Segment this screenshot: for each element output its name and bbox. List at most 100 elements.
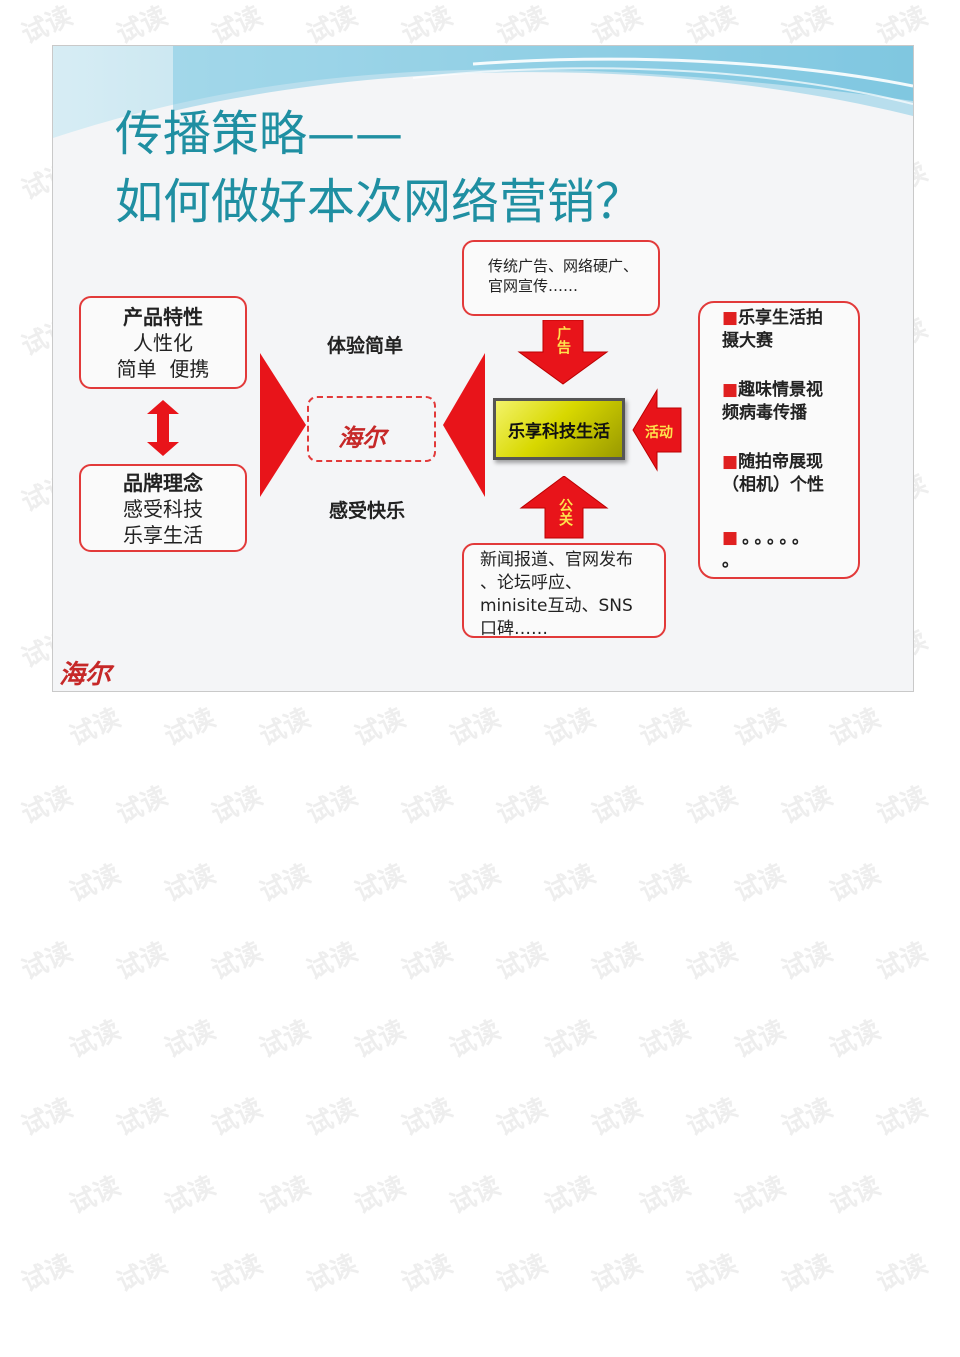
header-wave	[53, 46, 913, 138]
watermark-text: 试读	[825, 1171, 885, 1221]
watermark-text: 试读	[872, 1093, 932, 1143]
activity-item-1: ■乐享生活拍	[722, 308, 824, 328]
watermark-text: 试读	[160, 703, 220, 753]
watermark-text: 试读	[17, 1093, 77, 1143]
title-line-1: 传播策略——	[115, 106, 404, 162]
watermark-text: 试读	[587, 1093, 647, 1143]
watermark-text: 试读	[682, 937, 742, 987]
watermark-text: 试读	[635, 703, 695, 753]
watermark-text: 试读	[112, 1093, 172, 1143]
ad-down-arrow-icon	[517, 320, 609, 385]
watermark-text: 试读	[587, 781, 647, 831]
watermark-text: 试读	[160, 859, 220, 909]
title-line-2: 如何做好本次网络营销？	[115, 174, 644, 230]
watermark-text: 试读	[872, 937, 932, 987]
label-experience: 体验简单	[327, 335, 404, 357]
watermark-text: 试读	[872, 781, 932, 831]
bullet-icon: ■	[722, 528, 743, 548]
watermark-text: 试读	[682, 1, 742, 51]
watermark-text: 试读	[397, 937, 457, 987]
watermark-text: 试读	[65, 859, 125, 909]
right-triangle-arrow-icon	[260, 353, 306, 497]
watermark-text: 试读	[255, 703, 315, 753]
product-heading: 产品特性	[123, 305, 203, 329]
activity-left-arrow-icon	[632, 388, 682, 472]
watermark-text: 试读	[682, 781, 742, 831]
watermark-text: 试读	[255, 859, 315, 909]
watermark-text: 试读	[302, 1093, 362, 1143]
watermark-text: 试读	[872, 1249, 932, 1299]
watermark-text: 试读	[492, 1249, 552, 1299]
activity-item-4-cont: 。	[722, 551, 739, 571]
watermark-text: 试读	[635, 859, 695, 909]
watermark-text: 试读	[682, 1249, 742, 1299]
watermark-text: 试读	[492, 937, 552, 987]
watermark-text: 试读	[255, 1015, 315, 1065]
watermark-text: 试读	[112, 781, 172, 831]
watermark-text: 试读	[825, 1015, 885, 1065]
watermark-text: 试读	[397, 1249, 457, 1299]
watermark-text: 试读	[540, 1171, 600, 1221]
watermark-text: 试读	[17, 1, 77, 51]
watermark-text: 试读	[492, 1093, 552, 1143]
watermark-text: 试读	[112, 1249, 172, 1299]
watermark-text: 试读	[445, 1015, 505, 1065]
watermark-text: 试读	[160, 1015, 220, 1065]
watermark-text: 试读	[207, 1093, 267, 1143]
product-features-box: 产品特性 人性化 简单 便携	[79, 296, 247, 389]
pr-channels-box: 新闻报道、官网发布 、论坛呼应、 minisite互动、SNS 口碑……	[462, 543, 666, 639]
watermark-text: 试读	[492, 781, 552, 831]
watermark-text: 试读	[17, 937, 77, 987]
bullet-icon: ■	[722, 452, 739, 472]
watermark-text: 试读	[445, 859, 505, 909]
watermark-text: 试读	[777, 781, 837, 831]
watermark-text: 试读	[350, 703, 410, 753]
watermark-text: 试读	[445, 1171, 505, 1221]
watermark-text: 试读	[207, 1, 267, 51]
watermark-text: 试读	[350, 1015, 410, 1065]
watermark-text: 试读	[540, 1015, 600, 1065]
watermark-text: 试读	[302, 781, 362, 831]
watermark-text: 试读	[112, 937, 172, 987]
watermark-text: 试读	[682, 1093, 742, 1143]
watermark-text: 试读	[730, 1015, 790, 1065]
product-line-1: 人性化	[133, 331, 193, 355]
watermark-text: 试读	[730, 1171, 790, 1221]
activity-list-box: ■乐享生活拍 摄大赛 ■趣味情景视 频病毒传播 ■随拍帝展现 （相机）个性 ■。…	[698, 301, 860, 579]
left-triangle-arrow-icon	[443, 353, 485, 497]
watermark-text: 试读	[65, 1171, 125, 1221]
slide: 传播策略—— 如何做好本次网络营销？ 产品特性 人性化 简单 便携 品牌理念 感…	[52, 45, 914, 692]
watermark-text: 试读	[397, 781, 457, 831]
watermark-text: 试读	[730, 703, 790, 753]
watermark-text: 试读	[207, 781, 267, 831]
double-arrow-icon	[147, 400, 179, 456]
label-joy: 感受快乐	[329, 500, 406, 522]
watermark-text: 试读	[777, 937, 837, 987]
brand-concept-box: 品牌理念 感受科技 乐享生活	[79, 464, 247, 552]
watermark-text: 试读	[635, 1171, 695, 1221]
watermark-text: 试读	[445, 703, 505, 753]
watermark-text: 试读	[112, 1, 172, 51]
activity-item-2: ■趣味情景视	[722, 380, 824, 400]
watermark-text: 试读	[302, 1249, 362, 1299]
watermark-text: 试读	[777, 1093, 837, 1143]
pr-line-1: 新闻报道、官网发布	[480, 550, 633, 570]
bullet-icon: ■	[722, 380, 739, 400]
ad-line-2: 官网宣传……	[488, 277, 579, 295]
watermark-text: 试读	[17, 1249, 77, 1299]
watermark-text: 试读	[777, 1, 837, 51]
activity-item-1-cont: 摄大赛	[722, 331, 773, 351]
watermark-text: 试读	[65, 1015, 125, 1065]
watermark-text: 试读	[302, 937, 362, 987]
bullet-icon: ■	[722, 308, 739, 328]
watermark-text: 试读	[872, 1, 932, 51]
watermark-text: 试读	[207, 937, 267, 987]
brand-line-1: 感受科技	[123, 497, 203, 521]
product-line-2: 简单 便携	[116, 357, 210, 381]
watermark-text: 试读	[65, 703, 125, 753]
watermark-text: 试读	[160, 1171, 220, 1221]
footer-logo: 海尔	[59, 660, 112, 690]
watermark-text: 试读	[825, 703, 885, 753]
pr-up-arrow-icon	[519, 476, 609, 539]
watermark-text: 试读	[17, 781, 77, 831]
